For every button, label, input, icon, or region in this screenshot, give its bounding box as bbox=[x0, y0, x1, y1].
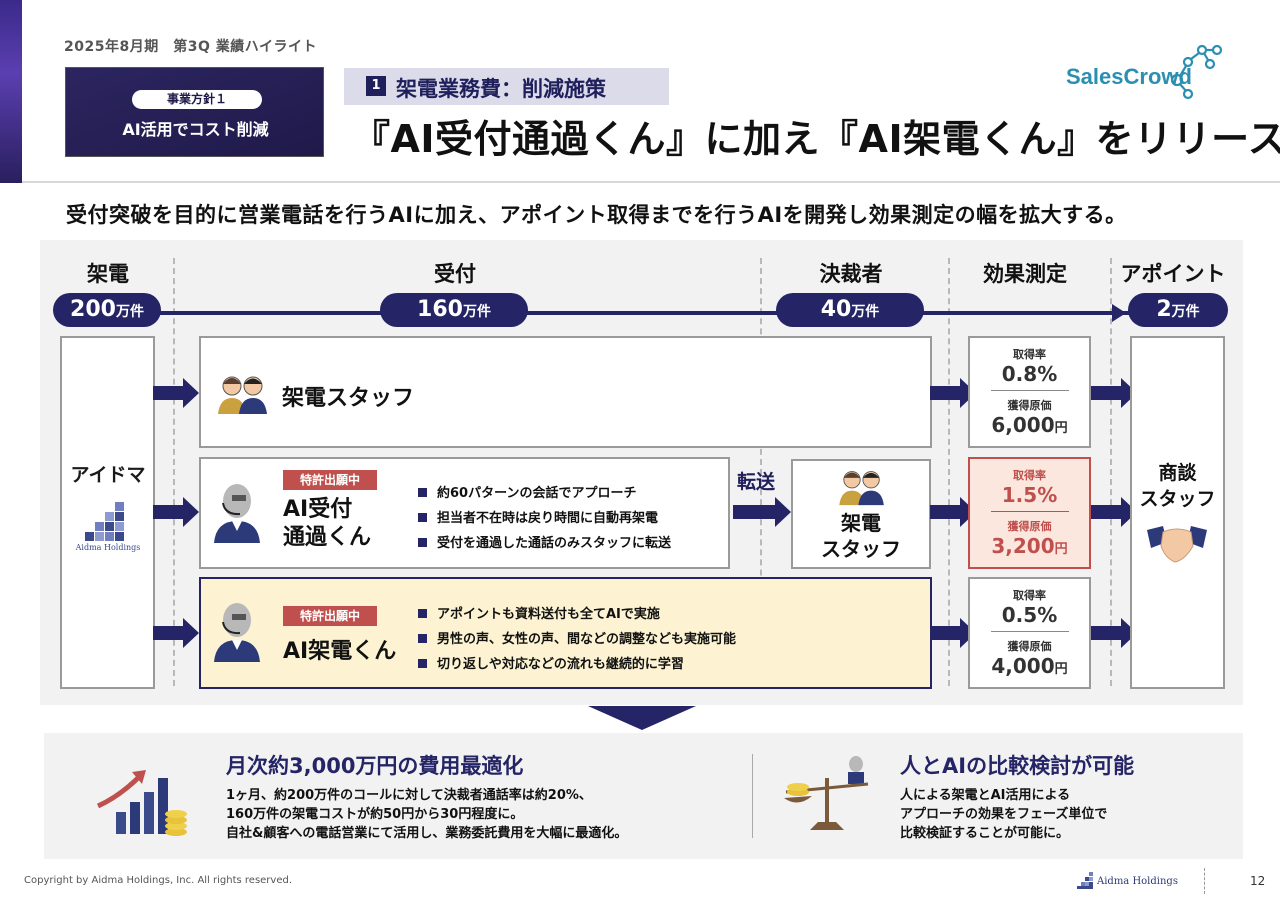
bottom-right-title: 人とAIの比較検討が可能 bbox=[900, 754, 1135, 778]
transfer-arrow-icon bbox=[733, 497, 793, 527]
lead-text: 受付突破を目的に営業電話を行うAIに加え、アポイント取得までを行うAIを開発し効… bbox=[66, 203, 1127, 227]
aidma-logo-icon bbox=[1077, 872, 1093, 889]
count-pill-decision-maker: 40万件 bbox=[776, 293, 924, 327]
arrow-right-icon bbox=[153, 497, 201, 527]
logo-node-icon bbox=[1182, 56, 1194, 68]
ai-reception-title: AI受付 通過くん bbox=[283, 497, 372, 550]
policy-text: AI活用でコスト削減 bbox=[122, 120, 269, 139]
brand-text: SalesCrowd bbox=[1066, 64, 1192, 89]
call-staff-icon bbox=[218, 376, 267, 414]
destination-box bbox=[1130, 336, 1225, 689]
source-logo-text: Aidma Holdings bbox=[75, 543, 141, 552]
footer-separator bbox=[1204, 868, 1205, 894]
growth-chart-icon bbox=[96, 770, 187, 836]
bottom-left-text: 1ヶ月、約200万件のコールに対して決裁者通話率は約20%、 160万件の架電コ… bbox=[226, 788, 628, 841]
transfer-label: 転送 bbox=[737, 471, 776, 493]
salescrowd-logo: SalesCrowd bbox=[1066, 44, 1223, 100]
bottom-left-title: 月次約3,000万円の費用最適化 bbox=[226, 754, 524, 778]
ai-caller-title: AI架電くん bbox=[283, 639, 397, 664]
page-title: 『AI受付通過くん』に加え『AI架電くん』をリリース bbox=[352, 117, 1280, 161]
stage-label-appointment: アポイント bbox=[1120, 262, 1226, 286]
down-arrow-icon bbox=[588, 706, 696, 730]
source-label: アイドマ bbox=[70, 464, 146, 486]
metric-ai-caller: 取得率 0.5% 獲得原価 4,000円 bbox=[990, 589, 1069, 678]
period-label: 2025年8月期 第3Q 業績ハイライト bbox=[64, 39, 317, 55]
accent-bar bbox=[0, 0, 22, 183]
destination-label: 商談 スタッフ bbox=[1139, 462, 1216, 510]
section-title: 架電業務費：削減施策 bbox=[396, 77, 606, 101]
page-number: 12 bbox=[1250, 874, 1266, 888]
section-number: 1 bbox=[366, 76, 386, 96]
metric-box bbox=[968, 336, 1091, 448]
call-staff-icon bbox=[839, 471, 884, 506]
bottom-right-text: 人による架電とAI活用による アプローチの効果をフェーズ単位で 比較検証すること… bbox=[900, 788, 1108, 841]
list-item: 受付を通過した通話のみスタッフに転送 bbox=[418, 532, 671, 551]
transfer-staff-label: 架電 スタッフ bbox=[821, 511, 901, 561]
patent-badge: 特許出願中 bbox=[283, 470, 377, 490]
list-item: アポイントも資料送付も全てAIで実施 bbox=[418, 603, 736, 622]
list-item: 約60パターンの会話でアプローチ bbox=[418, 482, 671, 501]
section-tag: 1 架電業務費：削減施策 bbox=[344, 68, 669, 105]
bottom-divider bbox=[752, 754, 753, 838]
patent-badge: 特許出願中 bbox=[283, 606, 377, 626]
stage-label-measurement: 効果測定 bbox=[983, 262, 1067, 286]
stage-label-reception: 受付 bbox=[434, 262, 476, 286]
stage-divider bbox=[948, 258, 950, 686]
handshake-icon bbox=[1147, 526, 1207, 563]
list-item: 切り返しや対応などの流れも継続的に学習 bbox=[418, 653, 736, 672]
robot-operator-icon bbox=[214, 603, 260, 662]
logo-node-icon bbox=[1182, 88, 1194, 100]
count-pill-reception: 160万件 bbox=[380, 293, 528, 327]
list-item: 男性の声、女性の声、間などの調整なども実施可能 bbox=[418, 628, 736, 647]
policy-box: 事業方針１ AI活用でコスト削減 bbox=[65, 67, 324, 157]
footer-logo-text: Aidma Holdings bbox=[1097, 876, 1178, 887]
metric-staff: 取得率 0.8% 獲得原価 6,000円 bbox=[990, 348, 1069, 437]
robot-operator-icon bbox=[214, 484, 260, 543]
stage-divider bbox=[173, 258, 175, 686]
arrow-right-icon bbox=[153, 378, 201, 408]
stage-divider bbox=[760, 258, 762, 686]
count-pill-call: 200万件 bbox=[53, 293, 161, 327]
metric-box bbox=[968, 577, 1091, 689]
stage-label-call: 架電 bbox=[87, 262, 129, 286]
transfer-staff-box bbox=[791, 459, 931, 569]
metric-box-highlight bbox=[968, 457, 1091, 569]
stage-divider bbox=[1110, 258, 1112, 686]
list-item: 担当者不在時は戻り時間に自動再架電 bbox=[418, 507, 671, 526]
funnel-arrowhead-icon bbox=[1112, 304, 1126, 322]
logo-node-icon bbox=[1211, 44, 1223, 56]
stage-label-decision-maker: 決裁者 bbox=[819, 262, 883, 286]
header-rule bbox=[22, 181, 1280, 183]
arrow-right-icon bbox=[153, 618, 201, 648]
staff-row-title: 架電スタッフ bbox=[282, 386, 415, 411]
balance-scale-icon bbox=[784, 756, 869, 830]
staff-row-box bbox=[199, 336, 932, 448]
funnel-line bbox=[70, 311, 1130, 315]
metric-ai-reception: 取得率 1.5% 獲得原価 3,200円 bbox=[990, 469, 1069, 558]
count-pill-appointment: 2万件 bbox=[1128, 293, 1228, 327]
policy-pill: 事業方針１ bbox=[132, 90, 262, 109]
bottom-panel bbox=[44, 733, 1243, 859]
logo-node-icon bbox=[1204, 58, 1216, 70]
logo-node-icon bbox=[1170, 73, 1184, 87]
aidma-logo-icon bbox=[85, 502, 124, 541]
ai-caller-bullets: アポイントも資料送付も全てAIで実施 男性の声、女性の声、間などの調整なども実施… bbox=[418, 603, 736, 678]
footer-copyright: Copyright by Aidma Holdings, Inc. All ri… bbox=[24, 875, 293, 886]
ai-reception-bullets: 約60パターンの会話でアプローチ 担当者不在時は戻り時間に自動再架電 受付を通過… bbox=[418, 482, 671, 557]
